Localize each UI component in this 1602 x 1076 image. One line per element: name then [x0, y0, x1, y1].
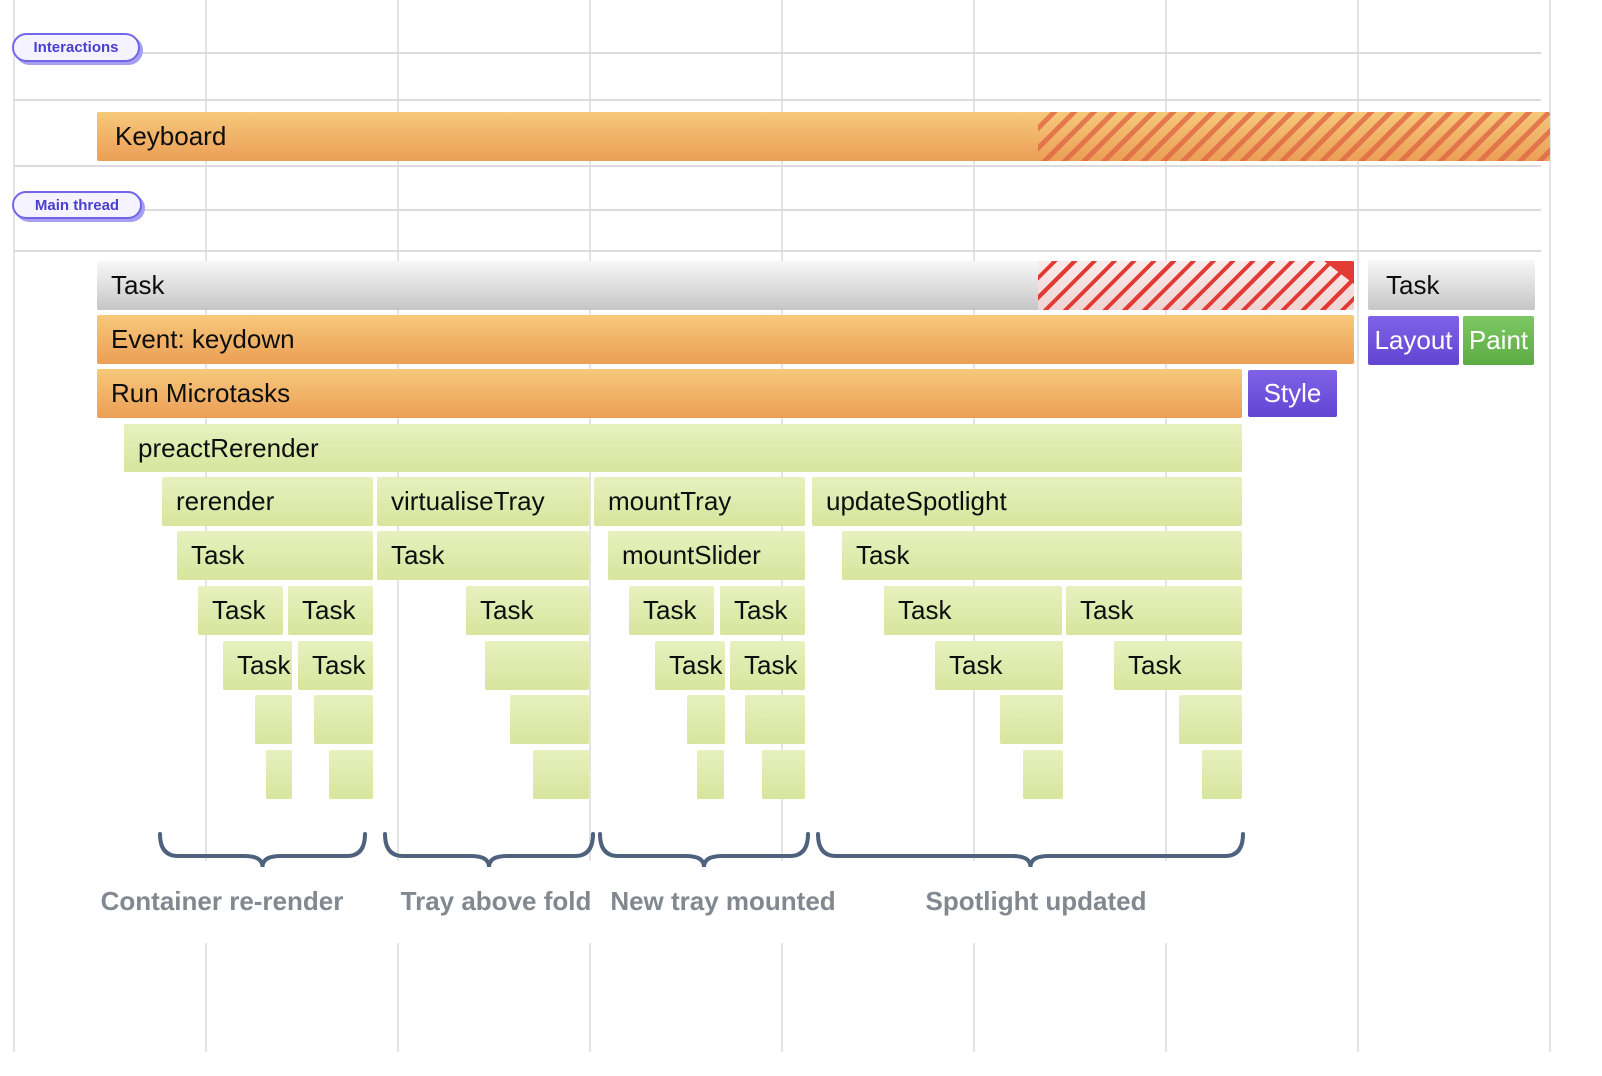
long-task-bar[interactable]: Task: [97, 261, 1354, 310]
long-task-blocking-hatch: [1038, 261, 1354, 310]
interactions-track-label: Interactions: [33, 39, 119, 56]
style-chip[interactable]: Style: [1248, 370, 1337, 417]
flame-node[interactable]: [1000, 695, 1063, 744]
flame-node-task[interactable]: Task: [177, 531, 373, 580]
flame-node[interactable]: [255, 695, 292, 744]
flame-node[interactable]: [762, 750, 805, 799]
interactions-track-pill[interactable]: Interactions: [12, 33, 140, 62]
flame-node[interactable]: [697, 750, 724, 799]
flame-node-task[interactable]: Task: [730, 641, 805, 690]
annotation-brace: [598, 832, 810, 868]
flame-node-updatespotlight[interactable]: updateSpotlight: [812, 477, 1242, 526]
keyboard-interaction-bar[interactable]: Keyboard: [97, 112, 1550, 161]
gridline-vertical: [781, 0, 783, 1052]
gridline-horizontal: [13, 52, 1541, 54]
flame-node-virtualisetray[interactable]: virtualiseTray: [377, 477, 589, 526]
flame-node-task[interactable]: Task: [935, 641, 1063, 690]
flame-node[interactable]: [329, 750, 373, 799]
flame-node[interactable]: [745, 695, 805, 744]
long-task-label: Task: [111, 270, 165, 300]
annotation-label: New tray mounted: [610, 886, 836, 916]
second-task-label: Task: [1386, 269, 1440, 300]
flame-node-rerender[interactable]: rerender: [162, 477, 373, 526]
flame-node-task[interactable]: Task: [198, 586, 283, 635]
gridline-vertical: [589, 0, 591, 1052]
flame-node-mountslider[interactable]: mountSlider: [608, 531, 805, 580]
event-keydown-bar[interactable]: Event: keydown: [97, 315, 1354, 364]
gridline-horizontal: [13, 209, 1541, 211]
annotation-label: Tray above fold: [400, 886, 592, 916]
run-microtasks-label: Run Microtasks: [111, 378, 291, 408]
flame-node-task[interactable]: Task: [377, 531, 589, 580]
gridline-vertical: [13, 0, 15, 1052]
gridline-horizontal: [13, 165, 1541, 167]
gridline-vertical: [973, 0, 975, 1052]
flame-node[interactable]: [485, 641, 589, 690]
gridline-vertical: [1357, 0, 1359, 1052]
style-chip-label: Style: [1263, 378, 1322, 408]
paint-chip[interactable]: Paint: [1463, 316, 1534, 365]
flame-node[interactable]: [1023, 750, 1063, 799]
main-thread-track-label: Main thread: [34, 196, 120, 214]
annotation-label: Container re-render: [100, 886, 344, 916]
preact-rerender-label: preactRerender: [138, 432, 319, 463]
flame-node-task[interactable]: Task: [1114, 641, 1242, 690]
flame-node[interactable]: [687, 695, 725, 744]
flame-node-task[interactable]: Task: [223, 641, 292, 690]
keyboard-interaction-label: Keyboard: [115, 121, 227, 151]
flame-node-task[interactable]: Task: [629, 586, 714, 635]
second-task-bar[interactable]: Task: [1368, 260, 1535, 310]
layout-chip-label: Layout: [1374, 325, 1453, 355]
annotation-band-mask: [100, 861, 1250, 943]
flame-node[interactable]: [314, 695, 373, 744]
flame-node-mounttray[interactable]: mountTray: [594, 477, 805, 526]
gridline-vertical: [1165, 0, 1167, 1052]
main-thread-track-pill[interactable]: Main thread: [12, 191, 142, 219]
flame-node-task[interactable]: Task: [466, 586, 589, 635]
event-keydown-label: Event: keydown: [111, 324, 295, 354]
paint-chip-label: Paint: [1468, 325, 1529, 355]
flame-node-task[interactable]: Task: [298, 641, 373, 690]
gridline-vertical: [397, 0, 399, 1052]
flame-node-task[interactable]: Task: [720, 586, 805, 635]
run-microtasks-bar[interactable]: Run Microtasks: [97, 369, 1242, 418]
annotation-label: Spotlight updated: [925, 886, 1147, 916]
annotation-brace: [383, 832, 595, 868]
flame-node[interactable]: [510, 695, 589, 744]
layout-chip[interactable]: Layout: [1368, 316, 1459, 365]
keyboard-pending-hatch: [1038, 112, 1550, 161]
flame-node[interactable]: [1202, 750, 1242, 799]
gridline-vertical: [205, 0, 207, 1052]
flame-node[interactable]: [533, 750, 589, 799]
flame-node-task[interactable]: Task: [288, 586, 373, 635]
gridline-vertical: [1549, 0, 1551, 1052]
annotation-brace: [816, 832, 1245, 868]
flame-node-task[interactable]: Task: [655, 641, 725, 690]
gridline-horizontal: [13, 99, 1541, 101]
flame-node[interactable]: [266, 750, 292, 799]
flame-node-task[interactable]: Task: [842, 531, 1242, 580]
annotation-brace: [158, 832, 367, 868]
preact-rerender-bar[interactable]: preactRerender: [124, 424, 1242, 472]
gridline-horizontal: [13, 250, 1541, 252]
flame-node-task[interactable]: Task: [1066, 586, 1242, 635]
flame-node[interactable]: [1179, 695, 1242, 744]
flame-node-task[interactable]: Task: [884, 586, 1062, 635]
